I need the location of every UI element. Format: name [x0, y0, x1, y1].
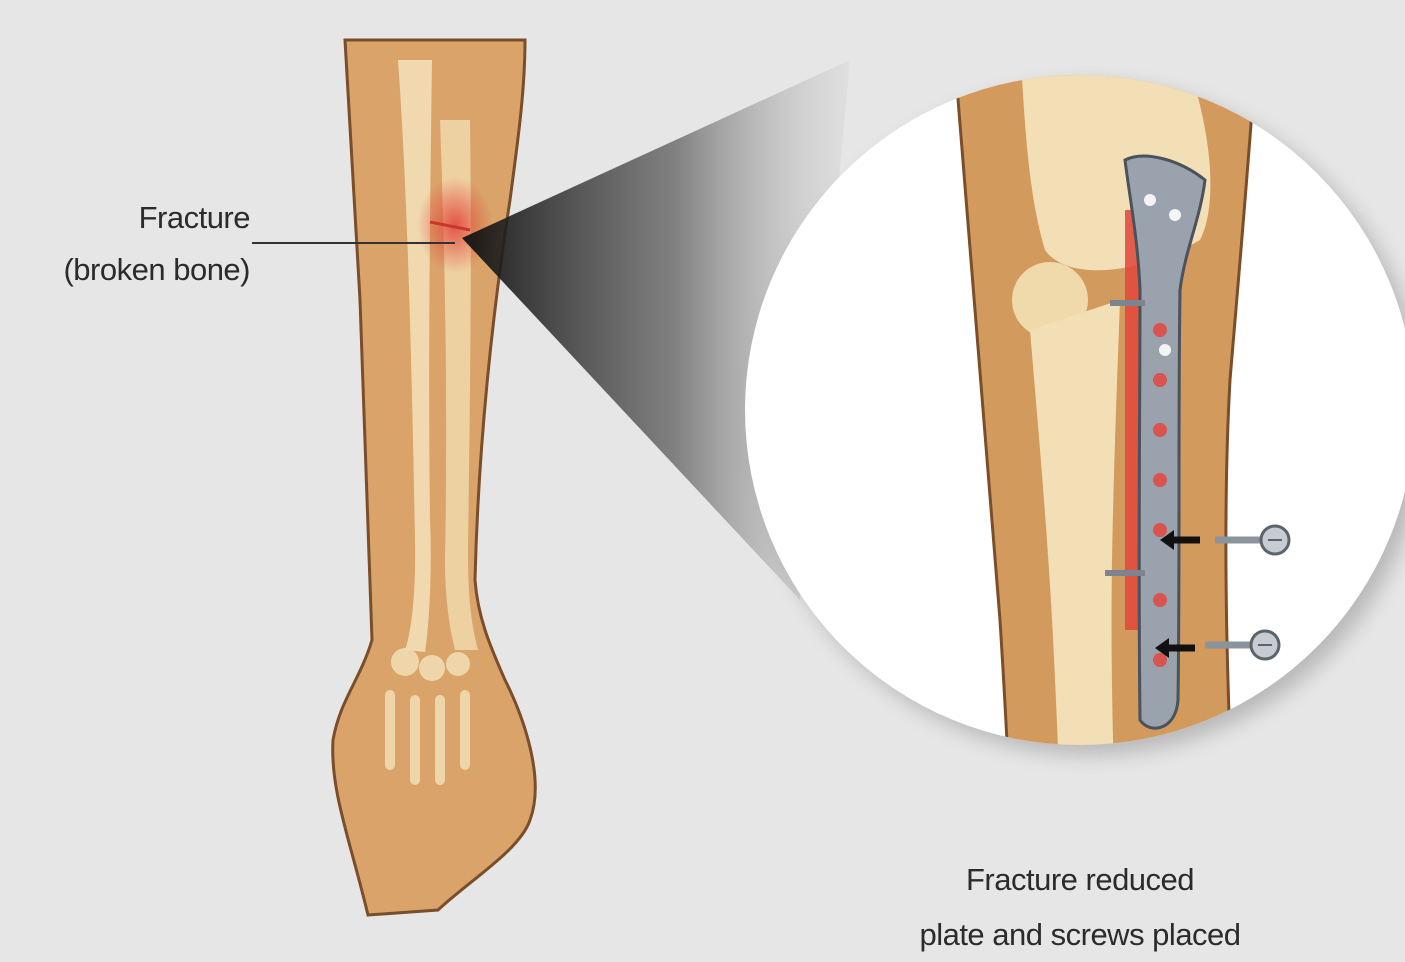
inset-fracture-zone — [1125, 210, 1139, 630]
fracture-label: Fracture — [60, 198, 250, 238]
inset-zoomed-arm — [950, 0, 1260, 962]
fracture-reduced-label: Fracture reduced — [880, 860, 1280, 900]
broken-bone-label: (broken bone) — [10, 250, 250, 290]
plate-screws-label: plate and screws placed — [880, 915, 1280, 955]
placed-screw-lower — [1105, 570, 1145, 576]
forearm-skin — [333, 40, 536, 915]
placed-screw-upper — [1110, 300, 1145, 306]
